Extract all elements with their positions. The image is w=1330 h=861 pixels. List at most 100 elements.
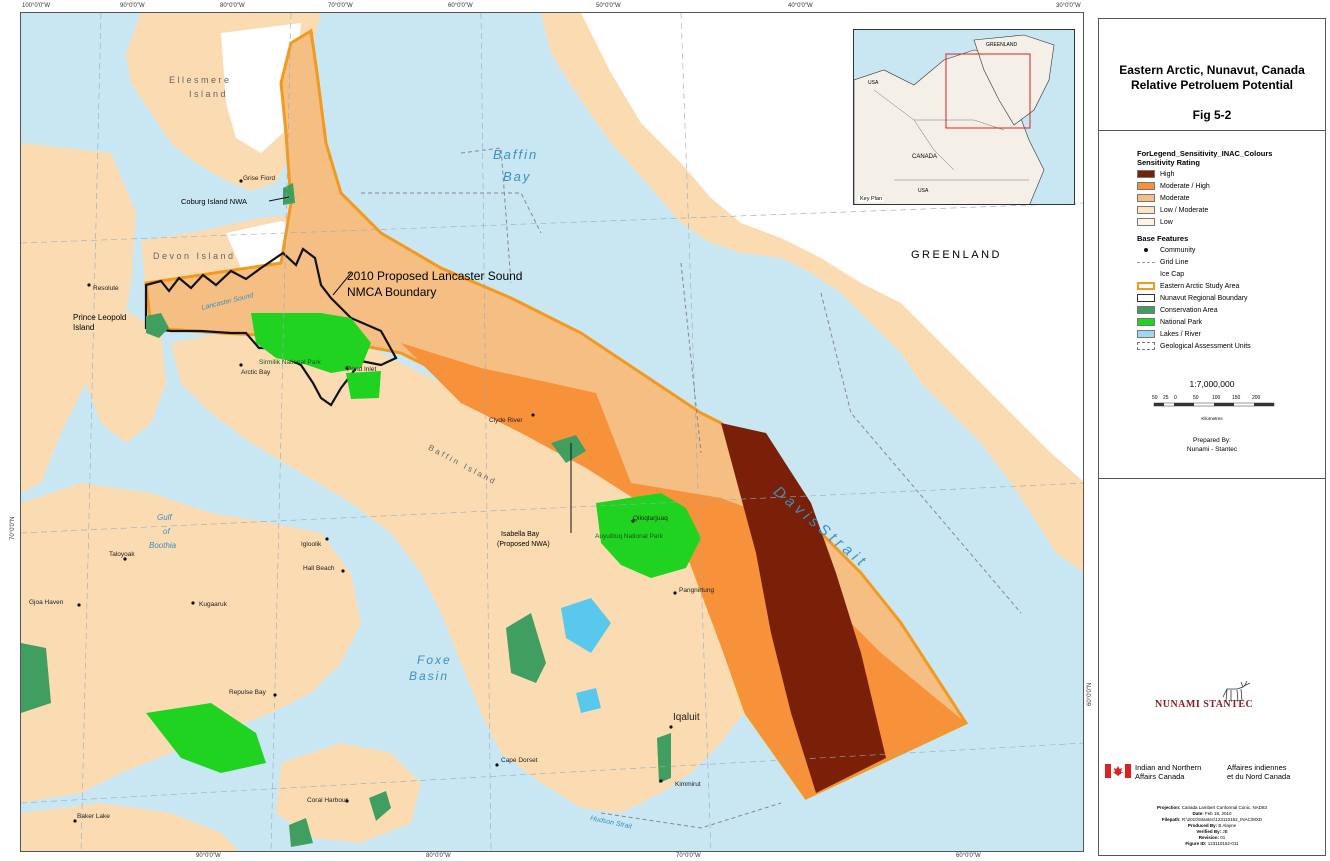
coord-bottom-3: 70°0'0"W bbox=[676, 853, 701, 859]
inset-study-extent bbox=[945, 53, 1031, 129]
legend-rating-low: Low bbox=[1137, 217, 1173, 227]
community-coral-harbour: Coral Harbour bbox=[307, 797, 348, 804]
inset-greenland-label: GREENLAND bbox=[986, 42, 1018, 48]
canada-flag-icon bbox=[1105, 764, 1131, 778]
baffin-island-land bbox=[171, 328, 766, 813]
coord-top-6: 50°0'0"W bbox=[596, 3, 621, 9]
sirmilik-park-label: Sirmilik National Park bbox=[259, 359, 321, 366]
coord-top-5: 60°0'0"W bbox=[448, 3, 473, 9]
logo-block: NUNAMI STANTEC Indian and Northern Affai… bbox=[1099, 479, 1325, 857]
community-kimmirut: Kimmirut bbox=[675, 781, 701, 788]
inset-greenland bbox=[973, 34, 1055, 126]
swatch-low-moderate bbox=[1137, 206, 1155, 214]
prince-leopold-island-label-1: Prince Leopold bbox=[73, 313, 127, 322]
baffin-bay-label-2: Bay bbox=[503, 169, 532, 184]
meta-date: Date: Feb 18, 2010 bbox=[1192, 811, 1232, 816]
prepared-by-org: Nunami - Stantec bbox=[1186, 446, 1238, 453]
ellesmere-island-label-2: Island bbox=[189, 89, 229, 99]
coord-top-1: 100°0'0"W bbox=[22, 3, 51, 9]
scale-units: Kilometres bbox=[1201, 416, 1223, 421]
figure-number: Fig 5-2 bbox=[1192, 108, 1232, 122]
community-pangnirtung: Pangnirtung bbox=[679, 587, 715, 594]
community-kugaaruk: Kugaaruk bbox=[199, 601, 227, 608]
conservation-area-west bbox=[21, 643, 51, 713]
legend-grid-line: Grid Line bbox=[1137, 257, 1188, 267]
auyuittuq-park-label: Auyuittuq National Park bbox=[595, 533, 663, 540]
swatch-moderate-high bbox=[1137, 182, 1155, 190]
isabella-label-1: Isabella Bay bbox=[501, 531, 540, 538]
inset-caption: Key Plan bbox=[858, 196, 885, 202]
study-area-swatch bbox=[1137, 282, 1155, 290]
legend-rating-moderate-high: Moderate / High bbox=[1137, 181, 1210, 191]
isabella-label-2: (Proposed NWA) bbox=[497, 541, 550, 548]
legend-sensitivity-header: Sensitivity Rating bbox=[1137, 158, 1200, 167]
conservation-area-isabella bbox=[551, 435, 586, 463]
community-repulse-bay: Repulse Bay bbox=[229, 689, 266, 696]
community-gjoa-haven: Gjoa Haven bbox=[29, 599, 64, 606]
coord-left: 70°0'0"N bbox=[10, 516, 16, 540]
community-iqaluit: Iqaluit bbox=[673, 712, 700, 723]
key-plan-map bbox=[854, 34, 1055, 204]
legend-lakes: Lakes / River bbox=[1137, 329, 1201, 339]
inset-usa-label: USA bbox=[868, 80, 879, 86]
legend-rating-low-moderate: Low / Moderate bbox=[1137, 205, 1208, 215]
baffin-bay-label-1: Baffin bbox=[493, 147, 539, 162]
community-clyde-river: Clyde River bbox=[489, 417, 523, 424]
scale-bar bbox=[1153, 402, 1275, 407]
study-area-high bbox=[721, 423, 886, 793]
inset-usa-south-label: USA bbox=[918, 188, 929, 194]
grid-lines bbox=[21, 13, 1083, 851]
community-grise-fiord: Grise Fiord bbox=[243, 175, 276, 182]
key-plan-inset: GREENLAND USA CANADA USA Key Plan bbox=[853, 29, 1075, 205]
community-resolute: Resolute bbox=[93, 285, 119, 292]
meta-filepath: Filepath: R:\2010\Stantec\123110162_INAC… bbox=[1161, 817, 1263, 822]
swatch-moderate bbox=[1137, 194, 1155, 202]
community-qikiqtarjuaq: Qikiqtarjuaq bbox=[633, 515, 668, 522]
community-taloyoak: Taloyoak bbox=[109, 551, 135, 558]
meta-verified: Verified By: JB bbox=[1196, 829, 1228, 834]
community-dots bbox=[73, 179, 677, 823]
legend-conservation-area: Conservation Area bbox=[1137, 305, 1218, 315]
coord-top-2: 90°0'0"W bbox=[120, 3, 145, 9]
legend-base-header: Base Features bbox=[1137, 234, 1189, 243]
map-title-line-1: Eastern Arctic, Nunavut, Canada bbox=[1119, 63, 1305, 77]
southern-coast-land bbox=[21, 803, 239, 851]
conservation-area-coral bbox=[369, 791, 391, 821]
map-title-line-2: Relative Petroluem Potential bbox=[1130, 78, 1294, 92]
conservation-area-foxe bbox=[506, 613, 546, 683]
inac-name-fr-2: et du Nord Canada bbox=[1227, 772, 1291, 781]
swatch-low bbox=[1137, 218, 1155, 226]
nmca-pointer-line bbox=[332, 272, 352, 296]
community-baker-lake: Baker Lake bbox=[77, 813, 110, 820]
prince-leopold-island-label-2: Island bbox=[73, 323, 95, 332]
ellesmere-island-label-1: Ellesmere bbox=[169, 75, 232, 85]
sirmilik-national-park bbox=[251, 313, 371, 373]
legend-assessment-units: Geological Assessment Units bbox=[1137, 341, 1251, 351]
coburg-pointer-line bbox=[268, 196, 290, 202]
community-cape-dorset: Cape Dorset bbox=[501, 757, 538, 764]
nmca-label-2: NMCA Boundary bbox=[347, 285, 437, 299]
lakes-swatch bbox=[1137, 330, 1155, 338]
nmca-label-1: 2010 Proposed Lancaster Sound bbox=[347, 269, 523, 283]
legend-study-area: Eastern Arctic Study Area bbox=[1137, 281, 1239, 291]
assessment-units-swatch bbox=[1137, 342, 1155, 350]
legend-national-park: National Park bbox=[1137, 317, 1202, 327]
nunami-stantec-logo: NUNAMI STANTEC bbox=[1155, 699, 1254, 710]
gulf-of-boothia-label-1: Gulf bbox=[157, 513, 172, 522]
coord-bottom-1: 90°0'0"W bbox=[196, 853, 221, 859]
community-arctic-bay: Arctic Bay bbox=[241, 369, 271, 376]
coord-right: 60°0'0"N bbox=[1087, 682, 1093, 706]
somerset-island-land bbox=[81, 313, 166, 443]
devon-island-label: Devon Island bbox=[153, 251, 236, 261]
inset-borders bbox=[873, 89, 1029, 181]
lake-amadjuak bbox=[576, 688, 601, 713]
inset-canada-label: CANADA bbox=[912, 154, 938, 160]
grid-line-icon bbox=[1137, 261, 1155, 263]
meta-produced: Produced By: B Alayne bbox=[1187, 823, 1237, 828]
conservation-swatch bbox=[1137, 306, 1155, 314]
lake-nettilling bbox=[561, 598, 611, 653]
conservation-area-prince-leopold bbox=[146, 313, 169, 338]
legend-regional-boundary: Nunavut Regional Boundary bbox=[1137, 293, 1248, 303]
scale-ticks: 50 25 0 50 100 150 200 bbox=[1152, 395, 1261, 401]
mainland-land bbox=[21, 483, 361, 803]
